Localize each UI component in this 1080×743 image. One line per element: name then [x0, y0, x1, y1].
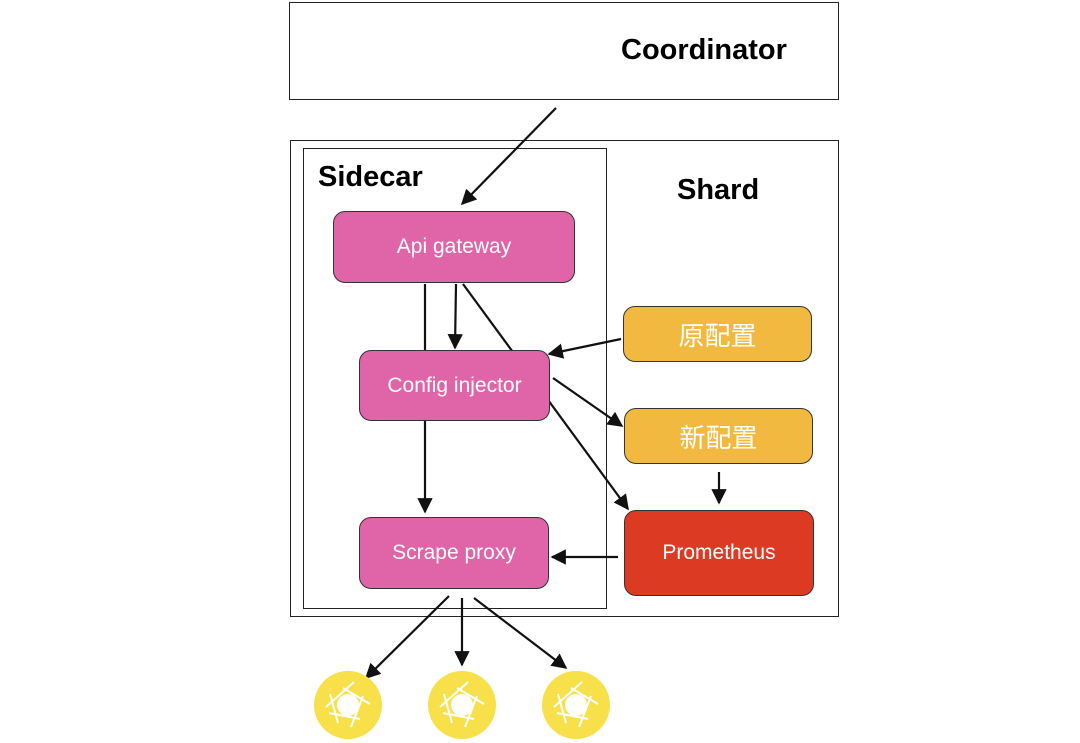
arrow-orig-config-to-injector: [547, 337, 622, 359]
shutter-icon: [428, 671, 496, 739]
new-config-node: 新配置: [624, 408, 813, 464]
prometheus-node: Prometheus: [624, 510, 814, 596]
scrape-proxy-node: Scrape proxy: [359, 517, 549, 589]
sidecar-box: [303, 148, 607, 609]
coordinator-box: [289, 2, 839, 100]
coordinator-title: Coordinator: [621, 34, 787, 66]
arrow-proxy-to-target-1: [364, 595, 450, 680]
arrow-proxy-to-target-3: [473, 597, 568, 669]
sidecar-title: Sidecar: [318, 161, 423, 193]
shutter-icon: [542, 671, 610, 739]
api-gateway-node: Api gateway: [333, 211, 575, 283]
arrow-coordinator-to-gateway: [460, 107, 557, 206]
arrow-injector-to-new-config: [552, 377, 624, 427]
shard-title: Shard: [677, 174, 760, 206]
shutter-icon: [314, 671, 382, 739]
shard-box: [290, 140, 839, 617]
arrow-gateway-to-injector: [447, 283, 463, 350]
config-injector-node: Config injector: [359, 350, 550, 421]
orig-config-node: 原配置: [623, 306, 812, 362]
